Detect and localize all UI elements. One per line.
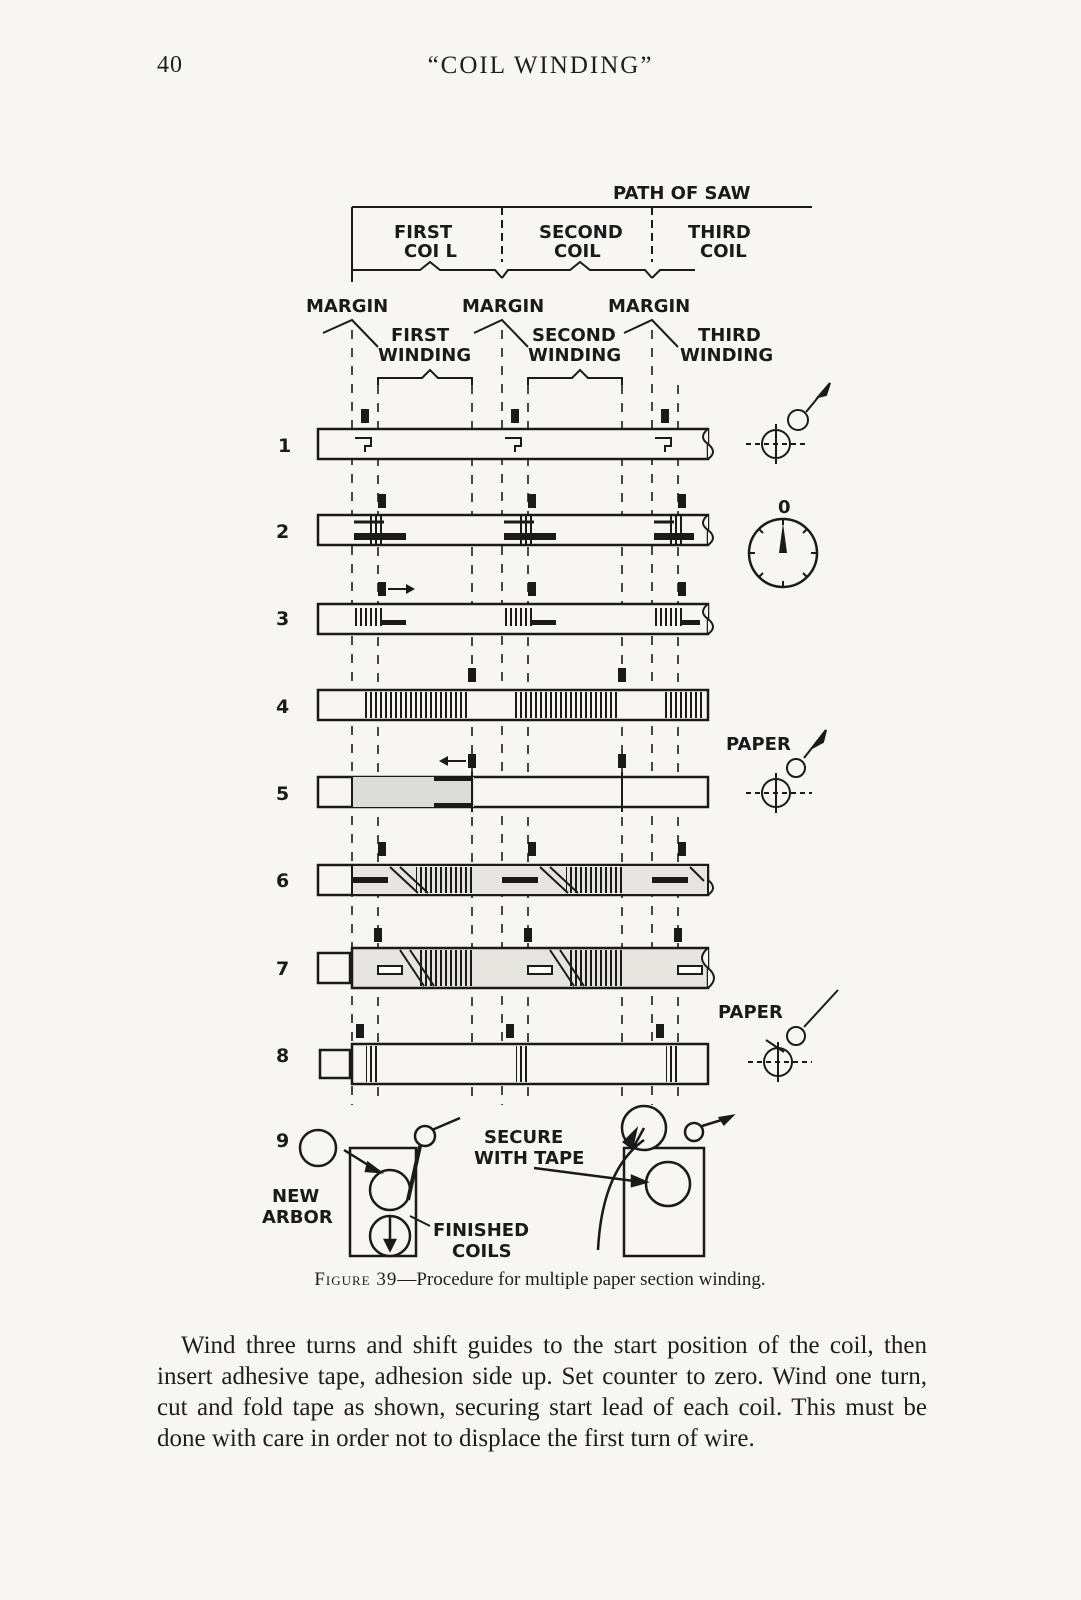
second-coil-brace [501,260,653,279]
step-7-arbor [316,928,715,990]
step-3-number: 3 [276,608,289,630]
path-of-saw-label: PATH OF SAW [613,183,751,204]
coil-winding-figure: PATH OF SAW FIRST COI L SECOND COIL THIR… [262,183,839,1260]
margin-brace-2 [473,318,529,348]
margin-label-1: MARGIN [306,296,388,317]
margin-brace-3 [623,318,679,348]
new-arbor-label: NEW [272,1186,319,1207]
third-winding-label-2: WINDING [680,345,773,366]
third-coil-label: THIRD [688,222,751,243]
first-coil-label-2: COI L [404,241,457,262]
running-title: “COIL WINDING” [427,52,654,79]
second-winding-label-2: WINDING [528,345,621,366]
step-8-paper-guide-icon: PAPER [718,989,839,1082]
step-2-arbor [316,494,714,547]
second-coil-label-2: COIL [554,241,601,262]
step-4-arbor [316,668,710,722]
step-3-arbor [316,582,714,636]
figure-caption-text: —Procedure for multiple paper section wi… [397,1269,766,1290]
margin-brace-1 [322,318,379,348]
figure-caption: Figure 39—Procedure for multiple paper s… [260,1268,820,1292]
step-8-number: 8 [276,1045,289,1067]
second-winding-brace [527,368,623,385]
step-9-finished-coil [533,1104,736,1258]
secure-tape-label: SECURE [484,1127,563,1148]
step-4-number: 4 [276,696,289,718]
page-number: 40 [157,52,183,78]
first-winding-label-2: WINDING [378,345,471,366]
paper-label-2: PAPER [718,1002,783,1023]
counter-zero-label: 0 [778,497,791,518]
margin-label-2: MARGIN [462,296,544,317]
finished-coils-label: FINISHED [433,1220,529,1241]
margin-label-3: MARGIN [608,296,690,317]
step-1-arbor [316,409,714,461]
step-5-number: 5 [276,783,289,805]
third-coil-label-2: COIL [700,241,747,262]
new-arbor-label-2: ARBOR [262,1207,333,1228]
step-5-paper-guide-icon: PAPER [726,729,827,813]
second-coil-label: SECOND [539,222,623,243]
first-winding-brace [377,368,473,385]
step-7-number: 7 [276,958,289,980]
step-9-number: 9 [276,1130,289,1152]
step-1-guide-icon [746,382,831,464]
first-coil-brace [352,260,503,279]
third-winding-label: THIRD [698,325,761,346]
secure-tape-label-2: WITH TAPE [474,1148,584,1169]
counter-dial-icon: 0 [747,497,819,589]
step-1-number: 1 [278,435,291,457]
third-coil-brace [651,269,695,279]
step-2-number: 2 [276,521,289,543]
first-winding-label: FIRST [391,325,450,346]
step-5-arbor [316,754,710,812]
second-winding-label: SECOND [532,325,616,346]
paper-label-1: PAPER [726,734,791,755]
step-8-arbor [318,1024,710,1086]
finished-coils-label-2: COILS [452,1241,512,1260]
step-6-number: 6 [276,870,289,892]
first-coil-label: FIRST [394,222,453,243]
step-9-new-arbor [298,1116,461,1258]
figure-caption-label: Figure 39 [314,1269,398,1290]
step-6-arbor [316,842,714,897]
body-paragraph: Wind three turns and shift guides to the… [157,1332,927,1452]
